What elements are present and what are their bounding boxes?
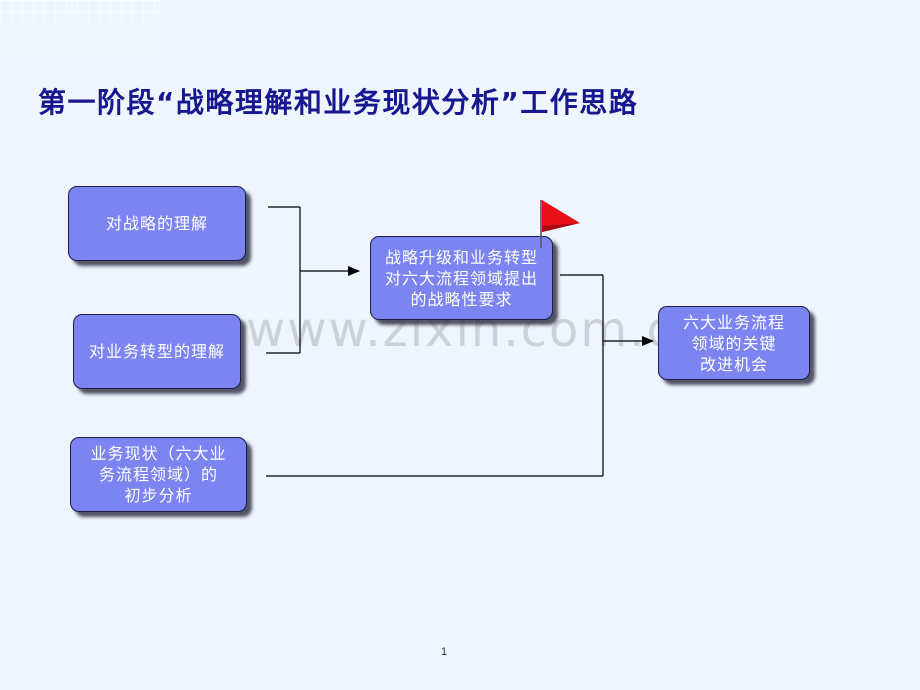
input-box-current-status: 业务现状（六大业 务流程领域）的 初步分析	[70, 437, 247, 512]
input-box-strategy: 对战略的理解	[68, 186, 246, 261]
page-number: 1	[440, 646, 448, 658]
grid-decoration	[0, 0, 160, 56]
slide-title: 第一阶段“战略理解和业务现状分析”工作思路	[38, 86, 639, 119]
output-box-improvement-opportunities: 六大业务流程 领域的关键 改进机会	[658, 306, 810, 380]
red-flag-icon	[540, 200, 580, 248]
middle-box-strategic-requirements: 战略升级和业务转型 对六大流程领域提出 的战略性要求	[370, 236, 553, 320]
input-box-transformation: 对业务转型的理解	[73, 314, 241, 389]
